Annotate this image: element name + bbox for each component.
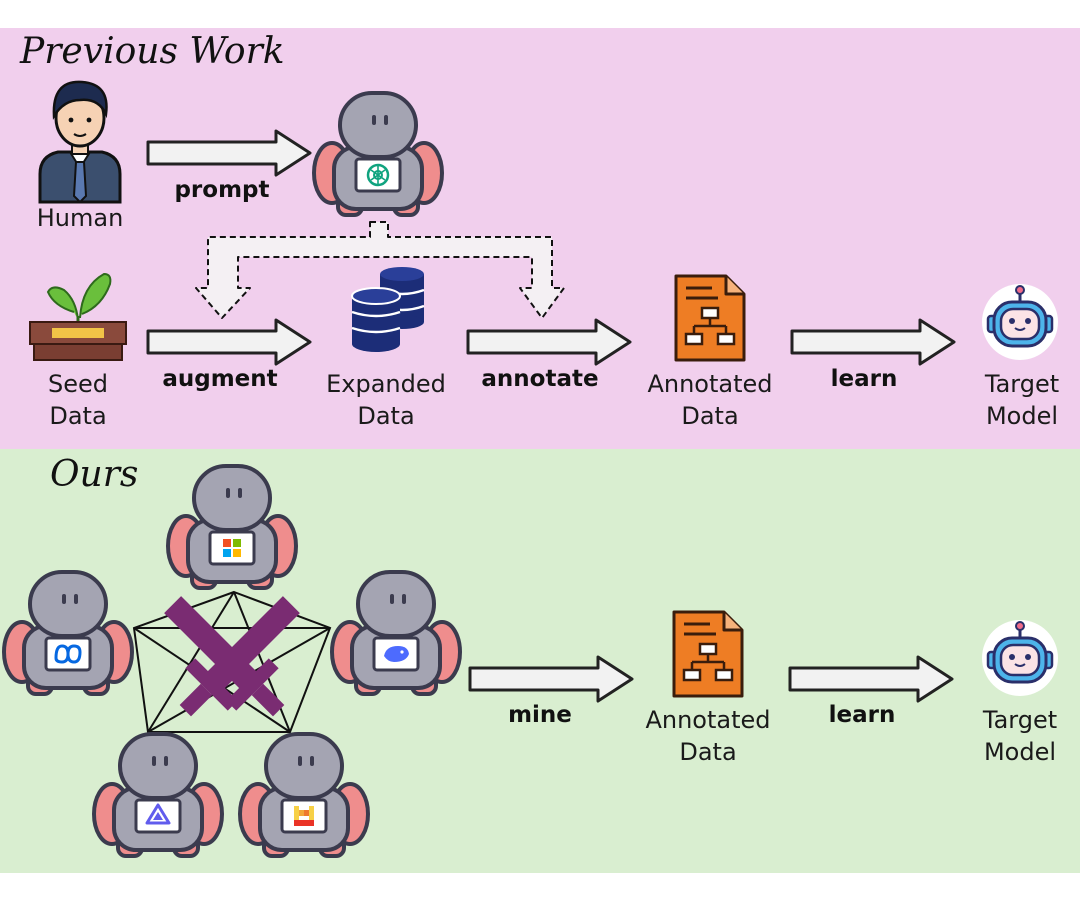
mine-arrow xyxy=(468,655,634,703)
target-model-icon xyxy=(980,282,1060,362)
deepseek-icon xyxy=(384,646,409,662)
learn-label: learn xyxy=(831,366,898,392)
annotated-label-line1: Annotated xyxy=(647,370,772,398)
mine-label: mine xyxy=(508,702,572,728)
human-icon xyxy=(38,80,122,204)
expanded-label-line2: Data xyxy=(357,402,414,430)
target-label-line2: Model xyxy=(986,402,1058,430)
prompt-label: prompt xyxy=(174,177,269,203)
dashed-branch-arrow xyxy=(195,221,565,319)
teacher-llm-robot xyxy=(312,91,444,217)
human-label: Human xyxy=(37,204,124,232)
annotated-document-icon-ours xyxy=(672,610,744,698)
learn-arrow-ours xyxy=(788,655,954,703)
robot-meta xyxy=(2,570,134,696)
learn-arrow xyxy=(790,318,956,366)
learn-label-ours: learn xyxy=(829,702,896,728)
seed-plant-icon xyxy=(29,272,127,361)
robot-qwen xyxy=(92,732,224,858)
prompt-arrow xyxy=(146,129,312,177)
target-label-line1: Target xyxy=(984,370,1059,398)
target-model-icon-ours xyxy=(980,618,1060,698)
robot-deepseek xyxy=(330,570,462,696)
annotated-label-ours-line2: Data xyxy=(679,738,736,766)
annotated-document-icon xyxy=(674,274,746,362)
qwen-icon xyxy=(145,803,171,825)
annotated-label-ours-line1: Annotated xyxy=(645,706,770,734)
crossed-swords-icon xyxy=(164,596,300,717)
seed-label-line2: Data xyxy=(49,402,106,430)
robot-microsoft xyxy=(166,464,298,590)
augment-label: augment xyxy=(162,366,277,392)
pentagon-network xyxy=(132,590,332,733)
ours-title: Ours xyxy=(50,454,138,495)
openai-icon xyxy=(366,163,390,187)
augment-arrow xyxy=(146,318,312,366)
seed-label-line1: Seed xyxy=(48,370,108,398)
annotated-label-line2: Data xyxy=(681,402,738,430)
annotate-arrow xyxy=(466,318,632,366)
expanded-label-line1: Expanded xyxy=(326,370,446,398)
previous-work-title: Previous Work xyxy=(19,31,285,72)
microsoft-icon xyxy=(223,539,241,557)
annotate-label: annotate xyxy=(481,366,598,392)
mistral-icon xyxy=(294,806,314,826)
meta-icon xyxy=(54,644,82,664)
database-icon xyxy=(351,267,425,352)
target-label-ours-line2: Model xyxy=(984,738,1056,766)
target-label-ours-line1: Target xyxy=(982,706,1057,734)
robot-mistral xyxy=(238,732,370,858)
